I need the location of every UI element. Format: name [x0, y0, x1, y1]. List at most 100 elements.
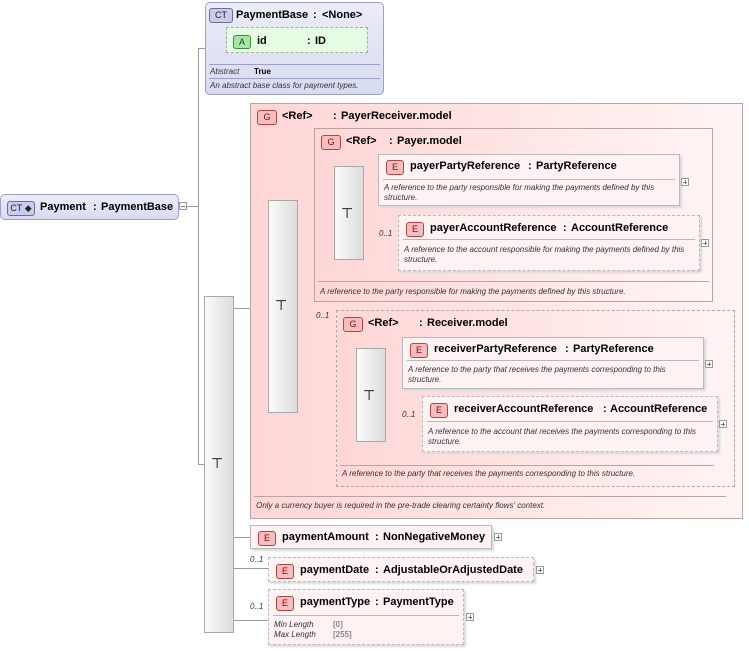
min-length-value: [0]: [333, 620, 343, 629]
main-sequence-compositor[interactable]: ⊤: [204, 296, 234, 633]
occurrence-label: 0..1: [250, 602, 264, 611]
expand-icon[interactable]: [719, 420, 727, 428]
element-paymentdate[interactable]: E paymentDate : AdjustableOrAdjustedDate: [268, 557, 534, 582]
payer-sequence-compositor[interactable]: ⊤: [334, 166, 364, 260]
group-description: A reference to the party that receives t…: [342, 469, 636, 478]
group-badge: G: [321, 135, 341, 150]
abstract-value: True: [254, 67, 271, 76]
element-type: AccountReference: [610, 403, 708, 415]
occurrence-label: 0..1: [379, 229, 393, 238]
base-type-separator: :: [313, 9, 317, 21]
element-type: PaymentType: [383, 596, 454, 608]
group-separator: :: [419, 317, 423, 329]
group-ref-label: <Ref>: [368, 317, 399, 329]
element-name: paymentDate: [300, 564, 370, 576]
paymentbase-type-box[interactable]: CT PaymentBase : <None> A id : ID Abstra…: [205, 2, 384, 95]
group-badge: G: [257, 110, 277, 125]
occurrence-label: 0..1: [250, 555, 264, 564]
element-badge: E: [386, 160, 404, 175]
element-name: payerAccountReference: [430, 222, 557, 234]
expand-icon[interactable]: [701, 239, 709, 247]
element-paymentamount[interactable]: E paymentAmount : NonNegativeMoney: [250, 525, 492, 549]
sequence-icon: ⊤: [363, 387, 376, 403]
occurrence-label: 0..1: [402, 410, 416, 419]
group-description: Only a currency buyer is required in the…: [256, 501, 546, 510]
expand-icon[interactable]: [466, 613, 474, 621]
sequence-icon: ◆: [24, 203, 32, 213]
group-badge: G: [343, 317, 363, 332]
element-name: receiverPartyReference: [434, 343, 557, 355]
element-name: paymentAmount: [282, 531, 369, 543]
element-type: AdjustableOrAdjustedDate: [383, 564, 523, 576]
payment-root-node[interactable]: CT ◆ Payment : PaymentBase: [0, 194, 179, 220]
element-separator: :: [603, 403, 607, 415]
expand-icon[interactable]: [536, 566, 544, 574]
group-separator: :: [389, 135, 393, 147]
element-separator: :: [563, 222, 567, 234]
element-badge: E: [410, 343, 428, 358]
element-paymenttype[interactable]: E paymentType : PaymentType Min Length […: [268, 589, 464, 645]
element-name: receiverAccountReference: [454, 403, 594, 415]
sequence-icon: ⊤: [341, 205, 354, 221]
element-name: payerPartyReference: [410, 160, 521, 172]
sequence-icon: ⊤: [275, 297, 288, 313]
element-type: PartyReference: [573, 343, 654, 355]
element-payerpartyreference[interactable]: E payerPartyReference : PartyReference A…: [378, 154, 680, 206]
complex-type-badge: CT: [209, 8, 233, 23]
divider: [209, 78, 380, 79]
element-badge: E: [406, 222, 424, 237]
payerreceiver-sequence-compositor[interactable]: ⊤: [268, 200, 298, 413]
root-element-name: Payment: [40, 201, 86, 213]
element-type: PartyReference: [536, 160, 617, 172]
complex-type-badge-text: CT: [10, 203, 23, 213]
expand-icon[interactable]: [681, 178, 689, 186]
element-badge: E: [276, 564, 294, 579]
receiver-sequence-compositor[interactable]: ⊤: [356, 348, 386, 442]
divider: [209, 64, 380, 65]
root-type-name: PaymentBase: [101, 201, 174, 213]
attribute-badge: A: [233, 35, 251, 49]
attribute-type: ID: [315, 35, 326, 47]
base-type-name: PaymentBase: [236, 9, 309, 21]
group-name: PayerReceiver.model: [341, 110, 452, 122]
group-ref-label: <Ref>: [346, 135, 377, 147]
group-separator: :: [333, 110, 337, 122]
element-type: NonNegativeMoney: [383, 531, 486, 543]
element-description: A reference to the party responsible for…: [384, 183, 655, 202]
element-badge: E: [258, 531, 276, 546]
attribute-name: id: [257, 35, 267, 47]
element-separator: :: [528, 160, 532, 172]
element-badge: E: [430, 403, 448, 418]
element-separator: :: [375, 531, 379, 543]
abstract-label: Abstract: [210, 67, 240, 76]
element-name: paymentType: [300, 596, 371, 608]
max-length-label: Max Length: [274, 630, 316, 639]
element-receiverpartyreference[interactable]: E receiverPartyReference : PartyReferenc…: [402, 337, 704, 389]
element-description: A reference to the account responsible f…: [404, 245, 685, 264]
element-badge: E: [276, 596, 294, 611]
occurrence-label: 0..1: [316, 311, 330, 320]
base-description: An abstract base class for payment types…: [210, 81, 359, 90]
element-receiveraccountreference[interactable]: E receiverAccountReference : AccountRefe…: [422, 396, 718, 452]
expand-icon[interactable]: [494, 533, 502, 541]
base-type-value: <None>: [322, 9, 363, 21]
attribute-id-row[interactable]: A id : ID: [226, 27, 368, 53]
complex-type-badge: CT ◆: [7, 201, 35, 216]
element-separator: :: [565, 343, 569, 355]
min-length-label: Min Length: [274, 620, 314, 629]
element-separator: :: [375, 564, 379, 576]
element-payeraccountreference[interactable]: E payerAccountReference : AccountReferen…: [398, 215, 700, 271]
group-description: A reference to the party responsible for…: [320, 287, 626, 296]
divider: [318, 281, 709, 282]
root-separator: :: [93, 201, 97, 213]
group-name: Receiver.model: [427, 317, 508, 329]
element-description: A reference to the account that receives…: [428, 427, 696, 446]
divider: [340, 465, 714, 466]
collapse-toggle-icon[interactable]: [179, 202, 187, 210]
element-description: A reference to the party that receives t…: [408, 365, 666, 384]
group-name: Payer.model: [397, 135, 462, 147]
expand-icon[interactable]: [705, 360, 713, 368]
element-type: AccountReference: [571, 222, 669, 234]
group-ref-label: <Ref>: [282, 110, 313, 122]
sequence-icon: ⊤: [211, 455, 224, 471]
